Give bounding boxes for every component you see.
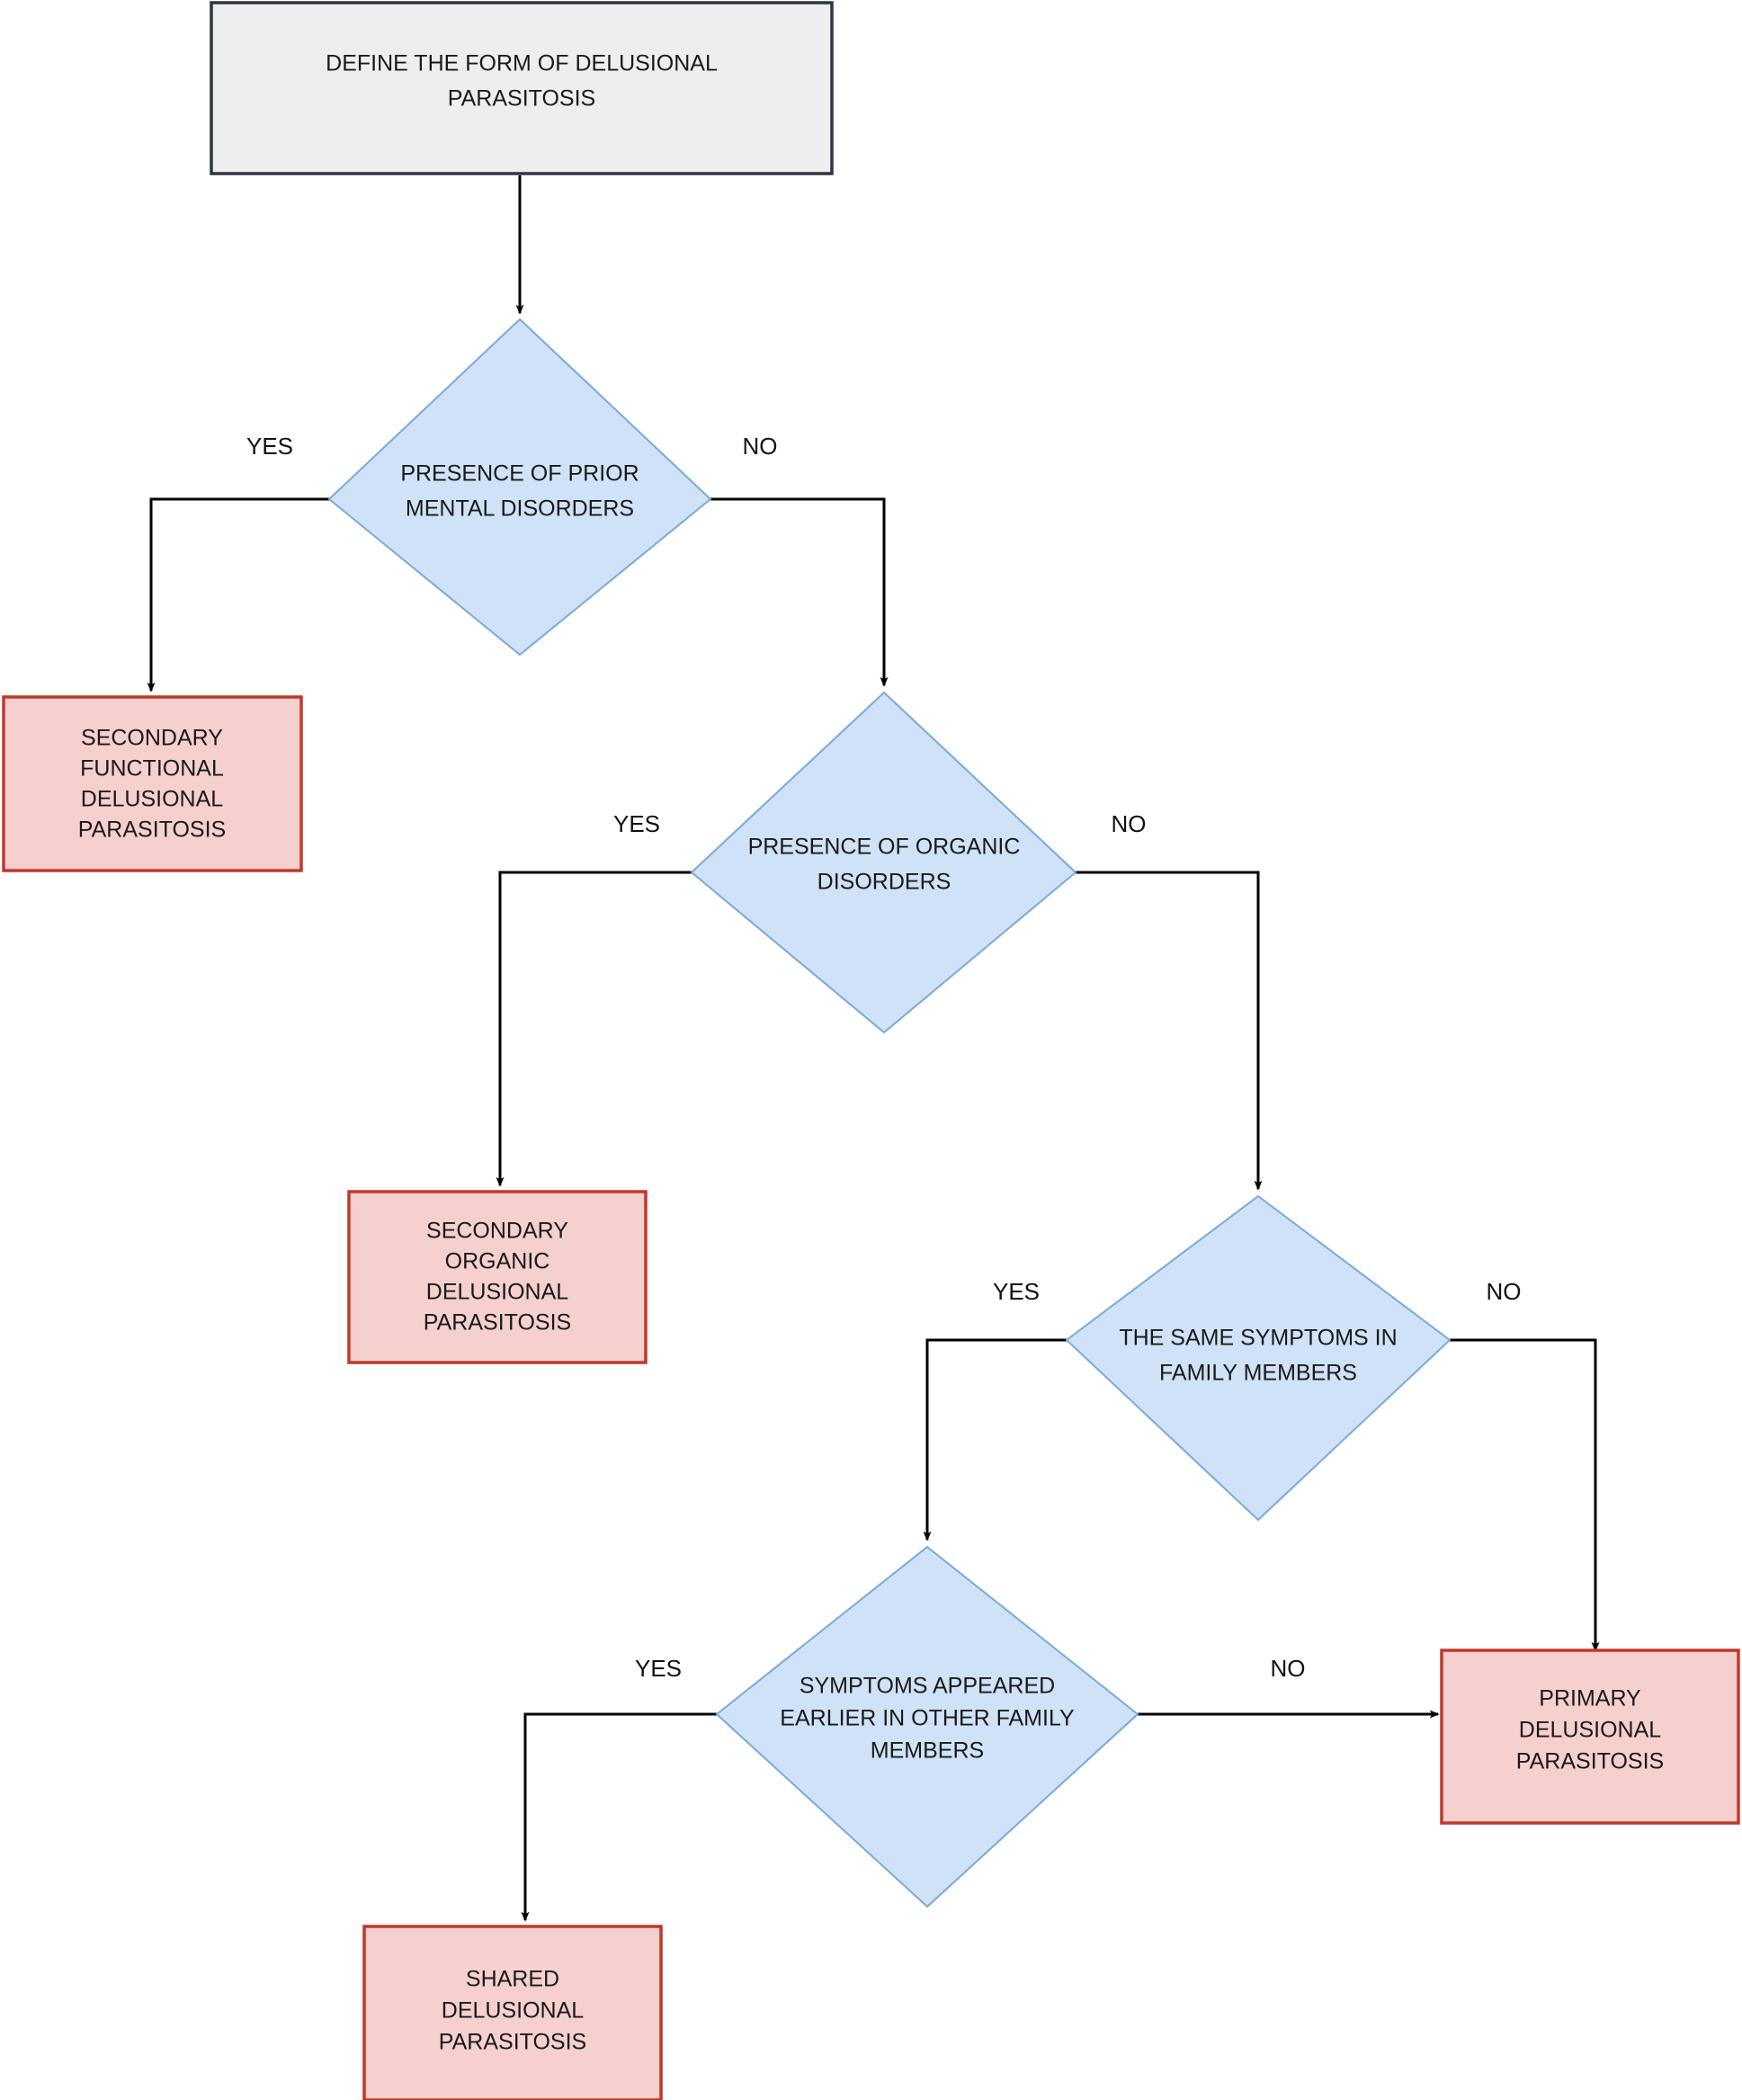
node-outcome-shared[interactable]: SHARED DELUSIONAL PARASITOSIS — [362, 1925, 663, 2100]
node-define-form-line-1: DEFINE THE FORM OF DELUSIONAL — [326, 51, 718, 76]
edge-label-earlier-no: NO — [1271, 1655, 1306, 1682]
terminal-box-shape — [1440, 1649, 1740, 1825]
edge-label-organic-no: NO — [1112, 810, 1147, 837]
edge-label-mental-no: NO — [743, 433, 778, 460]
terminal-box-shape — [2, 695, 303, 872]
edge-family-no-to-primary — [1450, 1338, 1600, 1652]
edge-mental-no-to-organic — [710, 497, 889, 687]
edge-label-family-yes: YES — [993, 1278, 1040, 1305]
node-outcome-primary-line-1: PRIMARY — [1539, 1686, 1641, 1711]
edge-organic-no-to-family — [1076, 871, 1263, 1191]
node-decision-organic-disorders[interactable]: PRESENCE OF ORGANIC DISORDERS YES NO — [613, 691, 1147, 1034]
node-outcome-functional-line-3: DELUSIONAL — [81, 787, 223, 812]
connector-layer — [147, 175, 1600, 1922]
node-decision-organic-line-2: DISORDERS — [817, 870, 951, 895]
node-outcome-functional-line-1: SECONDARY — [81, 726, 223, 751]
node-decision-mental-line-1: PRESENCE OF PRIOR — [400, 461, 639, 487]
node-outcome-primary-line-3: PARASITOSIS — [1516, 1749, 1664, 1774]
node-outcome-shared-line-1: SHARED — [466, 1967, 559, 1992]
node-outcome-functional-line-2: FUNCTIONAL — [80, 756, 224, 782]
node-outcome-shared-line-3: PARASITOSIS — [439, 2030, 586, 2055]
node-decision-same-symptoms-family[interactable]: THE SAME SYMPTOMS IN FAMILY MEMBERS YES … — [993, 1194, 1522, 1522]
node-decision-family-line-2: FAMILY MEMBERS — [1159, 1361, 1357, 1386]
edge-family-yes-to-earlier — [923, 1338, 1067, 1541]
node-decision-earlier-line-3: MEMBERS — [871, 1738, 984, 1764]
node-outcome-secondary-organic[interactable]: SECONDARY ORGANIC DELUSIONAL PARASITOSIS — [347, 1190, 648, 1364]
edge-earlier-yes-to-shared — [521, 1712, 717, 1922]
terminal-box-shape — [362, 1925, 663, 2100]
decision-diamond-shape — [327, 317, 712, 657]
node-decision-mental-line-2: MENTAL DISORDERS — [406, 496, 634, 522]
node-decision-family-line-1: THE SAME SYMPTOMS IN — [1119, 1326, 1397, 1351]
edge-label-earlier-yes: YES — [635, 1655, 682, 1682]
decision-diamond-shape — [715, 1545, 1139, 1908]
decision-diamond-shape — [1065, 1194, 1452, 1522]
node-outcome-primary[interactable]: PRIMARY DELUSIONAL PARASITOSIS — [1440, 1649, 1740, 1825]
node-outcome-organic-line-2: ORGANIC — [445, 1249, 550, 1274]
process-box-shape — [210, 1, 834, 175]
edge-label-organic-yes: YES — [613, 810, 660, 837]
node-outcome-secondary-functional[interactable]: SECONDARY FUNCTIONAL DELUSIONAL PARASITO… — [2, 695, 303, 872]
node-decision-symptoms-appeared-earlier[interactable]: SYMPTOMS APPEARED EARLIER IN OTHER FAMIL… — [635, 1545, 1306, 1908]
edge-organic-yes-to-organic-outcome — [496, 871, 692, 1187]
edge-label-family-no: NO — [1487, 1278, 1522, 1305]
edge-mental-yes-to-functional — [147, 497, 329, 693]
node-decision-prior-mental-disorders[interactable]: PRESENCE OF PRIOR MENTAL DISORDERS YES N… — [246, 317, 778, 657]
node-define-form-line-2: PARASITOSIS — [448, 86, 595, 112]
terminal-box-shape — [347, 1190, 648, 1364]
edge-label-mental-yes: YES — [246, 433, 293, 460]
node-outcome-shared-line-2: DELUSIONAL — [442, 1998, 584, 2024]
node-outcome-functional-line-4: PARASITOSIS — [78, 818, 226, 843]
decision-diamond-shape — [690, 691, 1077, 1034]
node-decision-earlier-line-2: EARLIER IN OTHER FAMILY — [780, 1706, 1075, 1731]
node-outcome-organic-line-3: DELUSIONAL — [426, 1280, 568, 1305]
node-define-form[interactable]: DEFINE THE FORM OF DELUSIONAL PARASITOSI… — [210, 1, 834, 175]
node-outcome-organic-line-1: SECONDARY — [426, 1219, 568, 1244]
node-outcome-primary-line-2: DELUSIONAL — [1519, 1718, 1661, 1743]
node-decision-earlier-line-1: SYMPTOMS APPEARED — [800, 1674, 1055, 1699]
node-decision-organic-line-1: PRESENCE OF ORGANIC — [748, 835, 1021, 860]
node-outcome-organic-line-4: PARASITOSIS — [424, 1310, 571, 1336]
